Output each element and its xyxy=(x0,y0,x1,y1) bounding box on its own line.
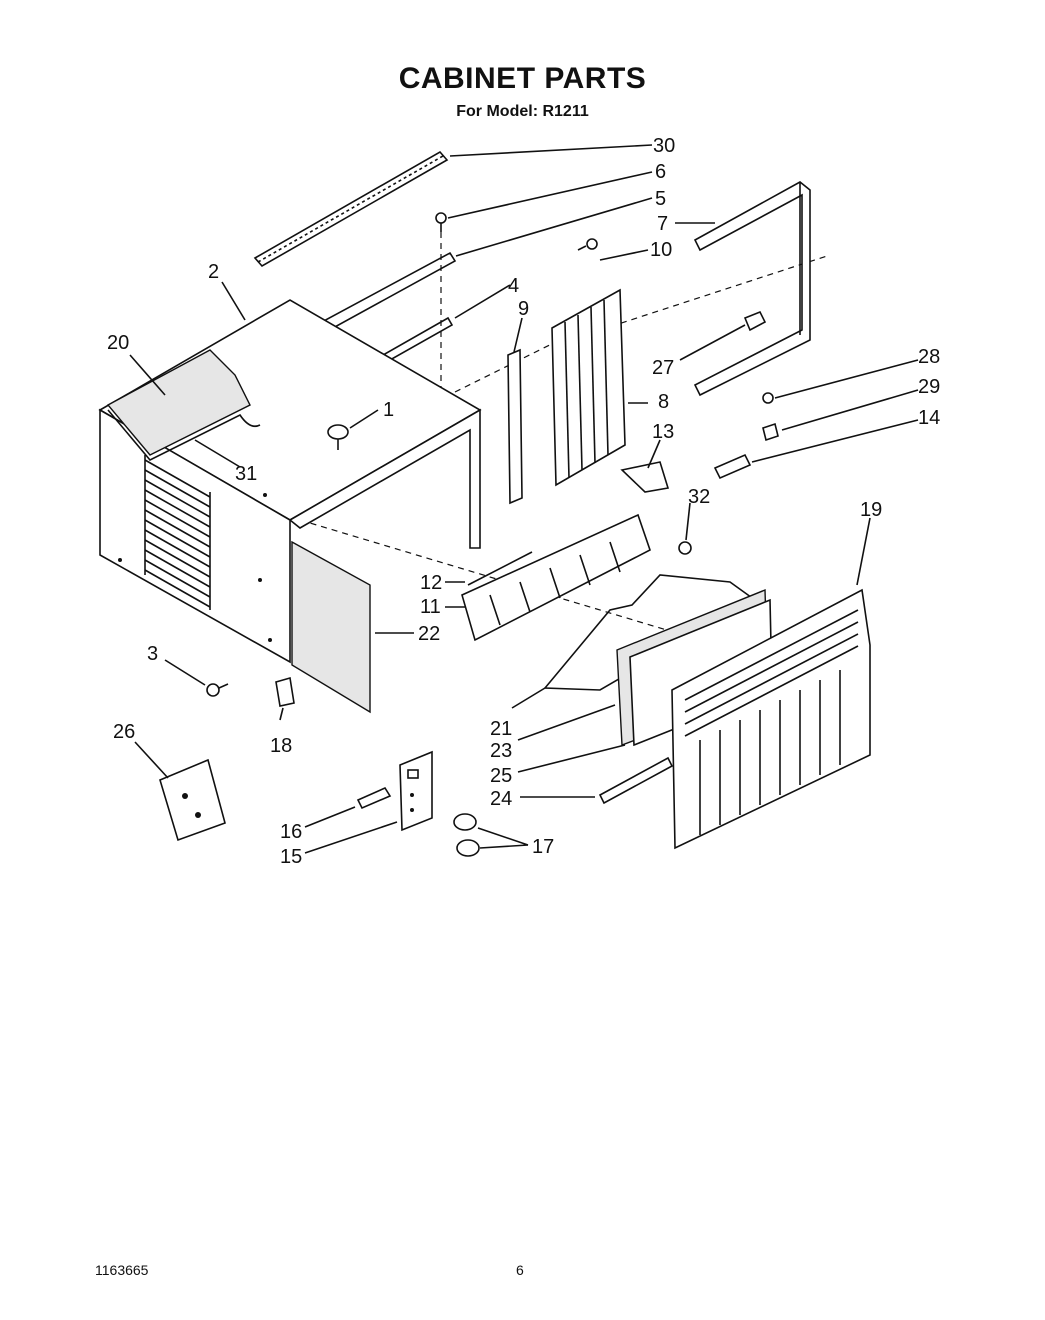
part-18-clip xyxy=(275,676,295,707)
callout-15: 15 xyxy=(280,846,302,868)
callout-29: 29 xyxy=(918,376,940,398)
callout-labels: 30 6 5 7 10 2 4 9 20 27 28 8 29 1 14 13 … xyxy=(107,135,940,868)
callout-22: 22 xyxy=(418,623,440,645)
part-1-plug xyxy=(327,424,349,450)
callout-9: 9 xyxy=(518,298,529,320)
model-subtitle: For Model: R1211 xyxy=(456,103,589,120)
part-8-fin-panel xyxy=(551,288,626,487)
part-3-screw xyxy=(206,683,229,697)
callout-31: 31 xyxy=(235,463,257,485)
page-number: 6 xyxy=(516,1262,524,1278)
callout-27: 27 xyxy=(652,357,674,379)
cabinet-louvers xyxy=(144,455,211,610)
part-27-fastener xyxy=(743,310,767,332)
callout-10: 10 xyxy=(650,239,672,261)
part-24-bottom-strip xyxy=(598,756,674,805)
part-16-strip xyxy=(356,786,392,810)
part-30-top-rail xyxy=(253,150,449,268)
part-9-vertical-strip xyxy=(507,348,523,505)
callout-1: 1 xyxy=(383,399,394,421)
page-title: CABINET PARTS xyxy=(398,62,647,95)
callout-30: 30 xyxy=(653,135,675,157)
callout-23: 23 xyxy=(490,740,512,762)
callout-24: 24 xyxy=(490,788,512,810)
part-11-louver-frame xyxy=(461,513,651,642)
part-20-insulation xyxy=(106,349,251,456)
callout-20: 20 xyxy=(107,332,129,354)
document-number: 1163665 xyxy=(95,1262,149,1278)
part-2-cabinet xyxy=(98,299,482,664)
part-12-rod xyxy=(467,551,533,586)
part-6-screw xyxy=(435,212,447,232)
leader-lines xyxy=(129,144,919,854)
callout-3: 3 xyxy=(147,643,158,665)
callout-25: 25 xyxy=(490,765,512,787)
callout-6: 6 xyxy=(655,161,666,183)
callout-2: 2 xyxy=(208,261,219,283)
part-28-screw xyxy=(762,392,774,404)
callout-16: 16 xyxy=(280,821,302,843)
part-29-clip xyxy=(762,422,779,442)
part-32-screw xyxy=(678,541,692,555)
callout-17: 17 xyxy=(532,836,554,858)
part-7-rear-frame xyxy=(693,181,811,397)
callout-26: 26 xyxy=(113,721,135,743)
part-10-screw xyxy=(577,238,598,251)
callout-11: 11 xyxy=(420,596,441,618)
part-15-control-plate xyxy=(399,750,433,832)
part-19-front-grille xyxy=(671,588,871,850)
callout-28: 28 xyxy=(918,346,940,368)
alignment-line xyxy=(599,254,831,331)
part-31-gasket xyxy=(107,409,261,461)
part-22-side-panel xyxy=(291,540,371,714)
callout-19: 19 xyxy=(860,499,882,521)
callout-12: 12 xyxy=(420,572,442,594)
part-14-bracket xyxy=(713,453,752,480)
alignment-line xyxy=(299,519,701,641)
callout-32: 32 xyxy=(688,486,710,508)
part-17-knobs xyxy=(453,813,480,857)
callout-4: 4 xyxy=(508,275,519,297)
callout-7: 7 xyxy=(657,213,668,235)
part-13-latch xyxy=(620,461,670,493)
callout-5: 5 xyxy=(655,188,666,210)
callout-8: 8 xyxy=(658,391,669,413)
callout-13: 13 xyxy=(652,421,674,443)
part-26-bracket xyxy=(159,758,226,842)
callout-21: 21 xyxy=(490,718,512,740)
callout-14: 14 xyxy=(918,407,940,429)
callout-18: 18 xyxy=(270,735,292,757)
